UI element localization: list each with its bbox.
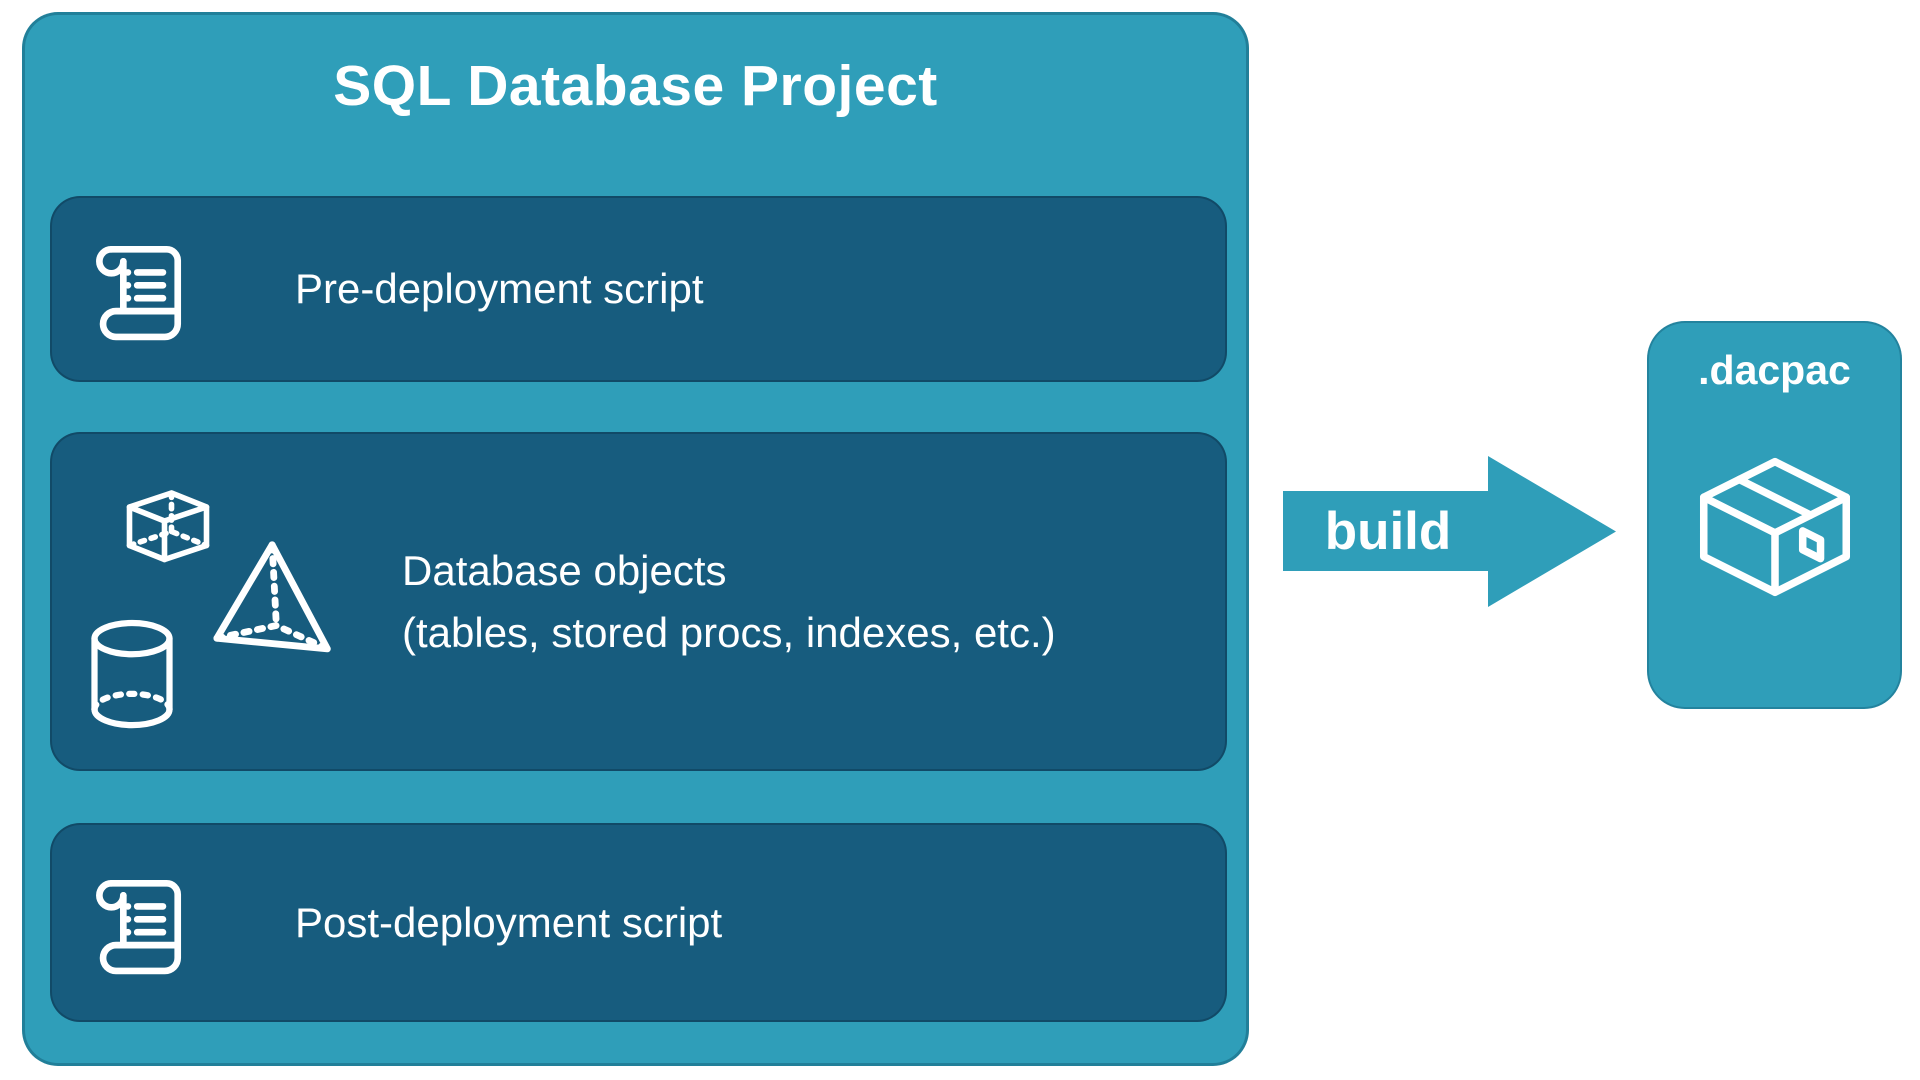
database-objects-label-line2: (tables, stored procs, indexes, etc.) [402,608,1056,656]
post-deployment-panel: Post-deployment script [50,823,1227,1022]
build-arrow: build [1283,454,1618,609]
project-title: SQL Database Project [333,54,938,118]
database-objects-panel: Database objects (tables, stored procs, … [50,432,1227,771]
cylinder-icon [91,619,173,729]
database-objects-label-line1: Database objects [402,546,727,594]
cube-icon [126,490,210,563]
scroll-icon [96,879,182,974]
pyramid-icon [213,541,331,653]
dacpac-box: .dacpac [1647,321,1902,709]
dacpac-label: .dacpac [1698,347,1851,393]
sql-database-project-box: SQL Database Project Pre-deployment scri… [22,12,1249,1066]
database-objects-label: Database objects (tables, stored procs, … [402,434,1056,769]
arrow-right-icon [1283,456,1616,607]
package-icon [1699,457,1850,597]
scroll-icon [96,246,182,341]
post-deployment-label: Post-deployment script [295,898,723,946]
pre-deployment-panel: Pre-deployment script [50,196,1227,382]
pre-deployment-label: Pre-deployment script [295,265,704,312]
build-label: build [1324,502,1452,561]
